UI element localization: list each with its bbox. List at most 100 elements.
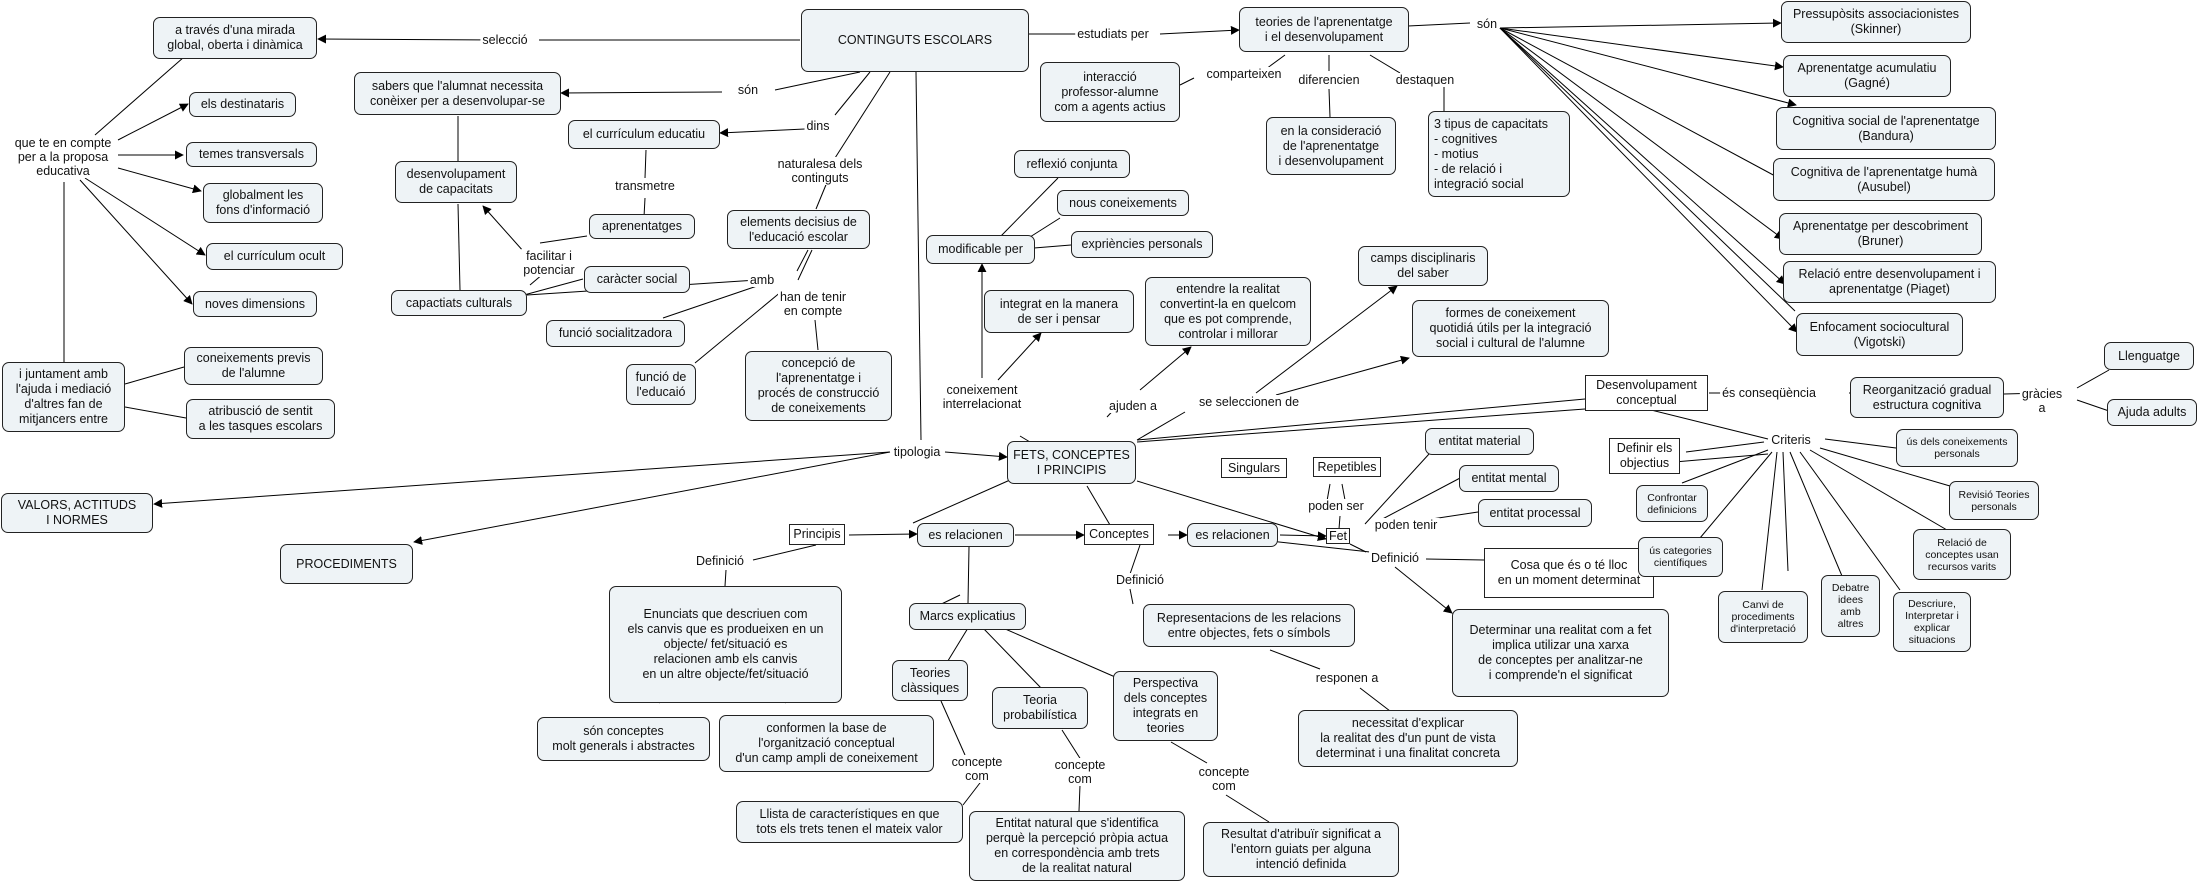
node-revisio-teories[interactable]: Revisió Teories personals [1949,481,2039,520]
node-llista-caracteristiques[interactable]: Llista de característiques en que tots e… [736,801,963,843]
node-ausubel[interactable]: Cognitiva de l'aprenentatge humà (Ausube… [1773,158,1995,201]
node-necessitat-explicar[interactable]: necessitat d'explicar la realitat des d'… [1298,710,1518,767]
node-que-te-en-compte[interactable]: que te en compte per a la proposa educat… [12,136,114,178]
node-descriure-interpretar[interactable]: Descriure, Interpretar i explicar situac… [1893,592,1971,652]
node-fets-conceptes-principis[interactable]: FETS, CONCEPTES I PRINCIPIS [1007,441,1136,484]
node-representacions[interactable]: Representacions de les relacions entre o… [1143,604,1355,647]
node-bruner[interactable]: Aprenentatge per descobriment (Bruner) [1779,213,1982,255]
node-conformen[interactable]: conformen la base de l'organització conc… [719,715,934,772]
node-formes-coneixement[interactable]: formes de coneixement quotidiá útils per… [1412,300,1609,357]
node-funcio-educacio[interactable]: funció de l'educaió [626,364,696,405]
link-concepte-com-3: concepte com [1196,765,1252,793]
node-capacitats-culturals[interactable]: capactiats culturals [391,290,527,316]
link-amb: amb [747,273,777,287]
node-es-relacionen-2[interactable]: es relacionen [1187,523,1278,547]
node-fet[interactable]: Fet [1326,528,1350,544]
link-ajuden-a: ajuden a [1107,399,1159,413]
link-concepte-com-2: concepte com [1052,758,1108,786]
node-gagne[interactable]: Aprenentatge acumulatiu (Gagné) [1783,55,1951,97]
node-enunciats[interactable]: Enunciats que descriuen com els canvis q… [609,586,842,703]
node-valors-actituds[interactable]: VALORS, ACTITUDS I NORMES [1,493,153,533]
node-desenvolupament-conceptual[interactable]: Desenvolupament conceptual [1585,375,1708,411]
node-desenvolupament-capacitats[interactable]: desenvolupament de capacitats [395,161,517,203]
node-vigotski[interactable]: Enfocament sociocultural (Vigotski) [1796,313,1963,356]
node-reflexio-conjunta[interactable]: reflexió conjunta [1014,150,1130,178]
node-camps-disciplinaris[interactable]: camps disciplinaris del saber [1358,246,1488,286]
node-perspectiva-conceptes[interactable]: Perspectiva dels conceptes integrats en … [1113,671,1218,741]
node-globalment[interactable]: globalment les fons d'informació [203,183,323,223]
node-entitat-processal[interactable]: entitat processal [1478,499,1592,527]
node-repetibles[interactable]: Repetibles [1313,457,1381,477]
node-us-categories[interactable]: ús categories científiques [1638,537,1723,577]
node-entendre-realitat[interactable]: entendre la realitat convertint-la en qu… [1145,277,1311,346]
link-seleccio: selecció [480,33,530,47]
link-han-de-tenir: han de tenir en compte [777,290,849,318]
node-continguts-escolars[interactable]: CONTINGUTS ESCOLARS [801,9,1029,72]
node-resultat-atribuir[interactable]: Resultat d'atribuïr significat a l'entor… [1203,822,1399,877]
link-diferencien: diferencien [1296,73,1362,87]
node-atribucio-sentit[interactable]: atribusció de sentit a les tasques escol… [186,399,335,439]
node-relacio-conceptes[interactable]: Relació de conceptes usan recursos varit… [1913,529,2011,580]
link-gracies-a: gràcies a [2019,387,2065,415]
node-entitat-mental[interactable]: entitat mental [1459,465,1559,492]
node-funcio-socialitzadora[interactable]: funció socialitzadora [546,320,685,347]
link-destaquen: destaquen [1393,73,1457,87]
node-consideracio[interactable]: en la consideració de l'aprenentatge i d… [1266,117,1396,175]
node-singulars[interactable]: Singulars [1221,458,1287,478]
node-conceptes[interactable]: Conceptes [1084,524,1154,545]
node-ajuda-adults[interactable]: Ajuda adults [2107,399,2197,426]
link-comparteixen: comparteixen [1204,67,1284,81]
node-integrat[interactable]: integrat en la manera de ser i pensar [984,290,1134,333]
node-curriculum-educatiu[interactable]: el currículum educatiu [568,120,720,149]
node-juntament[interactable]: i juntament amb l'ajuda i mediació d'alt… [2,362,125,432]
node-caracter-social[interactable]: caràcter social [584,266,690,293]
link-son-teories: són [1474,17,1500,31]
node-modificable-per[interactable]: modificable per [926,235,1035,264]
node-destinataris[interactable]: els destinataris [189,92,296,117]
node-teories-aprenentatge[interactable]: teories de l'aprenentatge i el desenvolu… [1239,7,1409,52]
node-interaccio[interactable]: interacció professor-alumne com a agents… [1040,62,1180,122]
node-canvi-procediments[interactable]: Canvi de procediments d'interpretació [1718,591,1808,643]
node-us-coneixements-personals[interactable]: ús dels coneixements personals [1896,429,2018,467]
node-molt-generals[interactable]: són conceptes molt generals i abstractes [537,717,710,761]
link-facilitar-potenciar: facilitar i potenciar [521,249,577,277]
node-coneixements-previs[interactable]: coneixements previs de l'alumne [184,347,323,385]
node-tres-tipus-capacitats[interactable]: 3 tipus de capacitats - cognitives - mot… [1428,111,1570,197]
node-definir-objectius[interactable]: Definir els objectius [1609,438,1680,474]
node-nous-coneixements[interactable]: nous coneixements [1057,190,1189,216]
link-es-consequencia: és conseqüència [1720,386,1818,400]
node-sabers[interactable]: sabers que l'alumnat necessita conèixer … [354,72,561,115]
node-teoria-probabilistica[interactable]: Teoria probabilística [992,687,1088,729]
node-noves-dimensions[interactable]: noves dimensions [193,291,317,317]
node-entitat-natural[interactable]: Entitat natural que s'identifica perquè … [969,811,1185,881]
node-bandura[interactable]: Cognitiva social de l'aprenentatge (Band… [1776,107,1996,150]
node-reorganitzacio[interactable]: Reorganització gradual estructura cognit… [1850,377,2004,418]
node-curriculum-ocult[interactable]: el currículum ocult [206,243,343,270]
node-entitat-material[interactable]: entitat material [1425,428,1534,455]
node-marcs-explicatius[interactable]: Marcs explicatius [909,603,1026,630]
node-confrontar-definicions[interactable]: Confrontar definicions [1636,485,1708,522]
node-procediments[interactable]: PROCEDIMENTS [280,544,413,584]
node-teories-classiques[interactable]: Teories clàssiques [892,660,968,701]
node-aprenentatges[interactable]: aprenentatges [589,214,695,239]
node-piaget[interactable]: Relació entre desenvolupament i aprenent… [1783,261,1996,303]
node-criteris[interactable]: Criteris [1769,433,1813,447]
node-concepcio-aprenentatge[interactable]: concepció de l'aprenentatge i procés de … [745,351,892,421]
node-experiencies-personals[interactable]: expriències personals [1071,231,1213,258]
node-determinar-realitat[interactable]: Determinar una realitat com a fet implic… [1452,609,1669,697]
node-cosa-que-es[interactable]: Cosa que és o té lloc en un moment deter… [1484,548,1654,598]
node-llenguatge[interactable]: Llenguatge [2104,342,2194,370]
link-se-seleccionen-de: se seleccionen de [1196,395,1302,409]
node-elements-decisius[interactable]: elements decisius de l'educació escolar [727,210,870,249]
node-es-relacionen-1[interactable]: es relacionen [917,523,1014,547]
link-tipologia: tipologia [891,445,943,459]
node-mirada-global[interactable]: a través d'una mirada global, oberta i d… [153,17,317,59]
link-definicio-conceptes: Definició [1114,573,1166,587]
link-definicio-principis: Definició [694,554,746,568]
node-principis[interactable]: Principis [789,524,845,545]
node-skinner[interactable]: Pressupòsits associacionistes (Skinner) [1781,1,1971,43]
node-temes-transversals[interactable]: temes transversals [186,142,317,167]
link-responen-a: responen a [1313,671,1381,685]
node-debatre-idees[interactable]: Debatre idees amb altres [1821,575,1880,637]
